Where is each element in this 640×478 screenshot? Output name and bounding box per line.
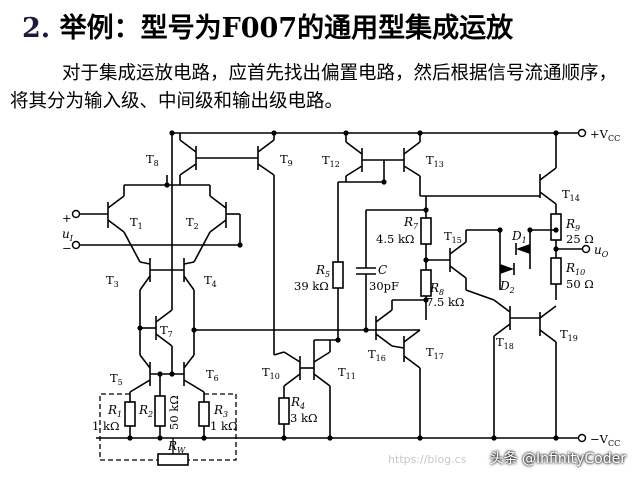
transistor-t16: [375, 309, 393, 347]
resistor-rw: [157, 453, 189, 466]
label-t10: T10: [262, 365, 280, 381]
transistor-t14: [539, 167, 557, 205]
label-r4-value: 3 kΩ: [290, 411, 317, 425]
label-t14: T14: [562, 187, 580, 203]
label-r3-value: 1 kΩ: [210, 419, 237, 433]
label-r10-value: 50 Ω: [566, 277, 594, 291]
junction-dots: [127, 130, 559, 441]
heading-number: 2.: [22, 13, 51, 44]
label-r2-name: R2: [138, 403, 153, 419]
label-r5-name: R5: [315, 263, 330, 279]
transistor-t6: [183, 354, 205, 393]
input-minus-label: −: [62, 241, 72, 255]
transistor-t5: [129, 354, 151, 393]
heading-subtitle: 型号为F007的通用型集成运放: [140, 13, 514, 44]
transistor-t11: [313, 351, 331, 387]
label-r2-value: 50 kΩ: [167, 395, 181, 430]
transistor-t17: [403, 329, 421, 369]
label-t5: T5: [110, 371, 123, 387]
label-t12: T12: [322, 153, 340, 169]
label-c-value: 30pF: [369, 279, 399, 293]
label-t17: T17: [426, 345, 444, 361]
diode-d2: [500, 263, 515, 275]
label-r1-value: 1 kΩ: [92, 419, 119, 433]
label-t19: T19: [560, 327, 578, 343]
input-u-label: uI: [62, 227, 74, 243]
label-r10-name: R10: [565, 261, 585, 277]
label-t7: T7: [160, 323, 173, 339]
label-t3: T3: [106, 273, 119, 289]
vcc-label: +VCC: [590, 127, 620, 143]
transistor-t10: [283, 351, 301, 387]
label-t16: T16: [368, 347, 386, 363]
vcc-terminal: [577, 128, 587, 138]
label-r7-value: 4.5 kΩ: [376, 232, 414, 246]
label-d1: D1: [511, 229, 527, 245]
label-r5-value: 39 kΩ: [294, 279, 329, 293]
resistor-r1: [124, 401, 136, 427]
label-t18: T18: [496, 335, 514, 351]
transistor-t13: [403, 133, 421, 177]
transistor-t4: [183, 258, 195, 291]
label-t2: T2: [186, 215, 199, 231]
label-r4-name: R4: [290, 395, 305, 411]
resistor-r5: [332, 261, 344, 289]
label-rw-name: RW: [167, 439, 186, 455]
label-t8: T8: [146, 152, 159, 168]
resistor-r3: [198, 401, 210, 427]
resistor-r9: [550, 213, 562, 241]
heading-title: 举例：: [59, 13, 141, 44]
slide-heading: 2. 举例：型号为F007的通用型集成运放: [22, 6, 513, 45]
input-plus-label: +: [62, 211, 72, 225]
resistor-r4: [278, 397, 290, 425]
input-minus-terminal: [71, 240, 81, 250]
output-u-label: uO: [594, 243, 609, 259]
label-t15: T15: [444, 229, 462, 245]
resistor-r8: [420, 269, 432, 297]
transistor-t2: [209, 195, 240, 233]
transistor-t18: [493, 299, 511, 337]
vee-terminal: [577, 433, 587, 443]
transistor-t9: [257, 133, 275, 176]
label-r1-name: R1: [107, 403, 122, 419]
author-watermark: 头条 @InfinityCoder: [489, 451, 626, 467]
transistor-t1: [107, 195, 125, 233]
label-r8-name: R8: [429, 281, 444, 297]
label-r9-value: 25 Ω: [566, 232, 594, 246]
label-c-name: C: [378, 263, 387, 277]
transistor-t15: [449, 241, 467, 279]
transistor-t8: [179, 133, 197, 176]
transistor-t12: [345, 133, 363, 177]
resistor-r7: [420, 217, 432, 245]
label-r7-name: R7: [403, 215, 419, 231]
label-r8-value: 7.5 kΩ: [426, 295, 464, 309]
label-t1: T1: [130, 215, 143, 231]
transistor-t3: [139, 258, 151, 291]
label-r9-name: R9: [565, 217, 580, 233]
intro-paragraph: 对于集成运放电路，应首先找出偏置电路，然后根据信号流通顺序，将其分为输入级、中间…: [10, 63, 618, 112]
label-t6: T6: [206, 367, 219, 383]
url-watermark: https://blog.cs: [388, 453, 467, 466]
label-r3-name: R3: [213, 403, 228, 419]
output-terminal: [581, 244, 591, 254]
label-d2: D2: [499, 279, 515, 295]
resistor-r10: [550, 257, 562, 285]
label-t4: T4: [204, 273, 217, 289]
resistor-r2: [154, 395, 166, 427]
vee-label: −VCC: [590, 432, 620, 448]
label-t13: T13: [426, 153, 444, 169]
label-t11: T11: [338, 365, 356, 381]
label-t9: T9: [280, 152, 293, 168]
diode-d1: [515, 243, 530, 255]
input-plus-terminal: [71, 209, 81, 219]
transistor-t19: [539, 305, 557, 343]
